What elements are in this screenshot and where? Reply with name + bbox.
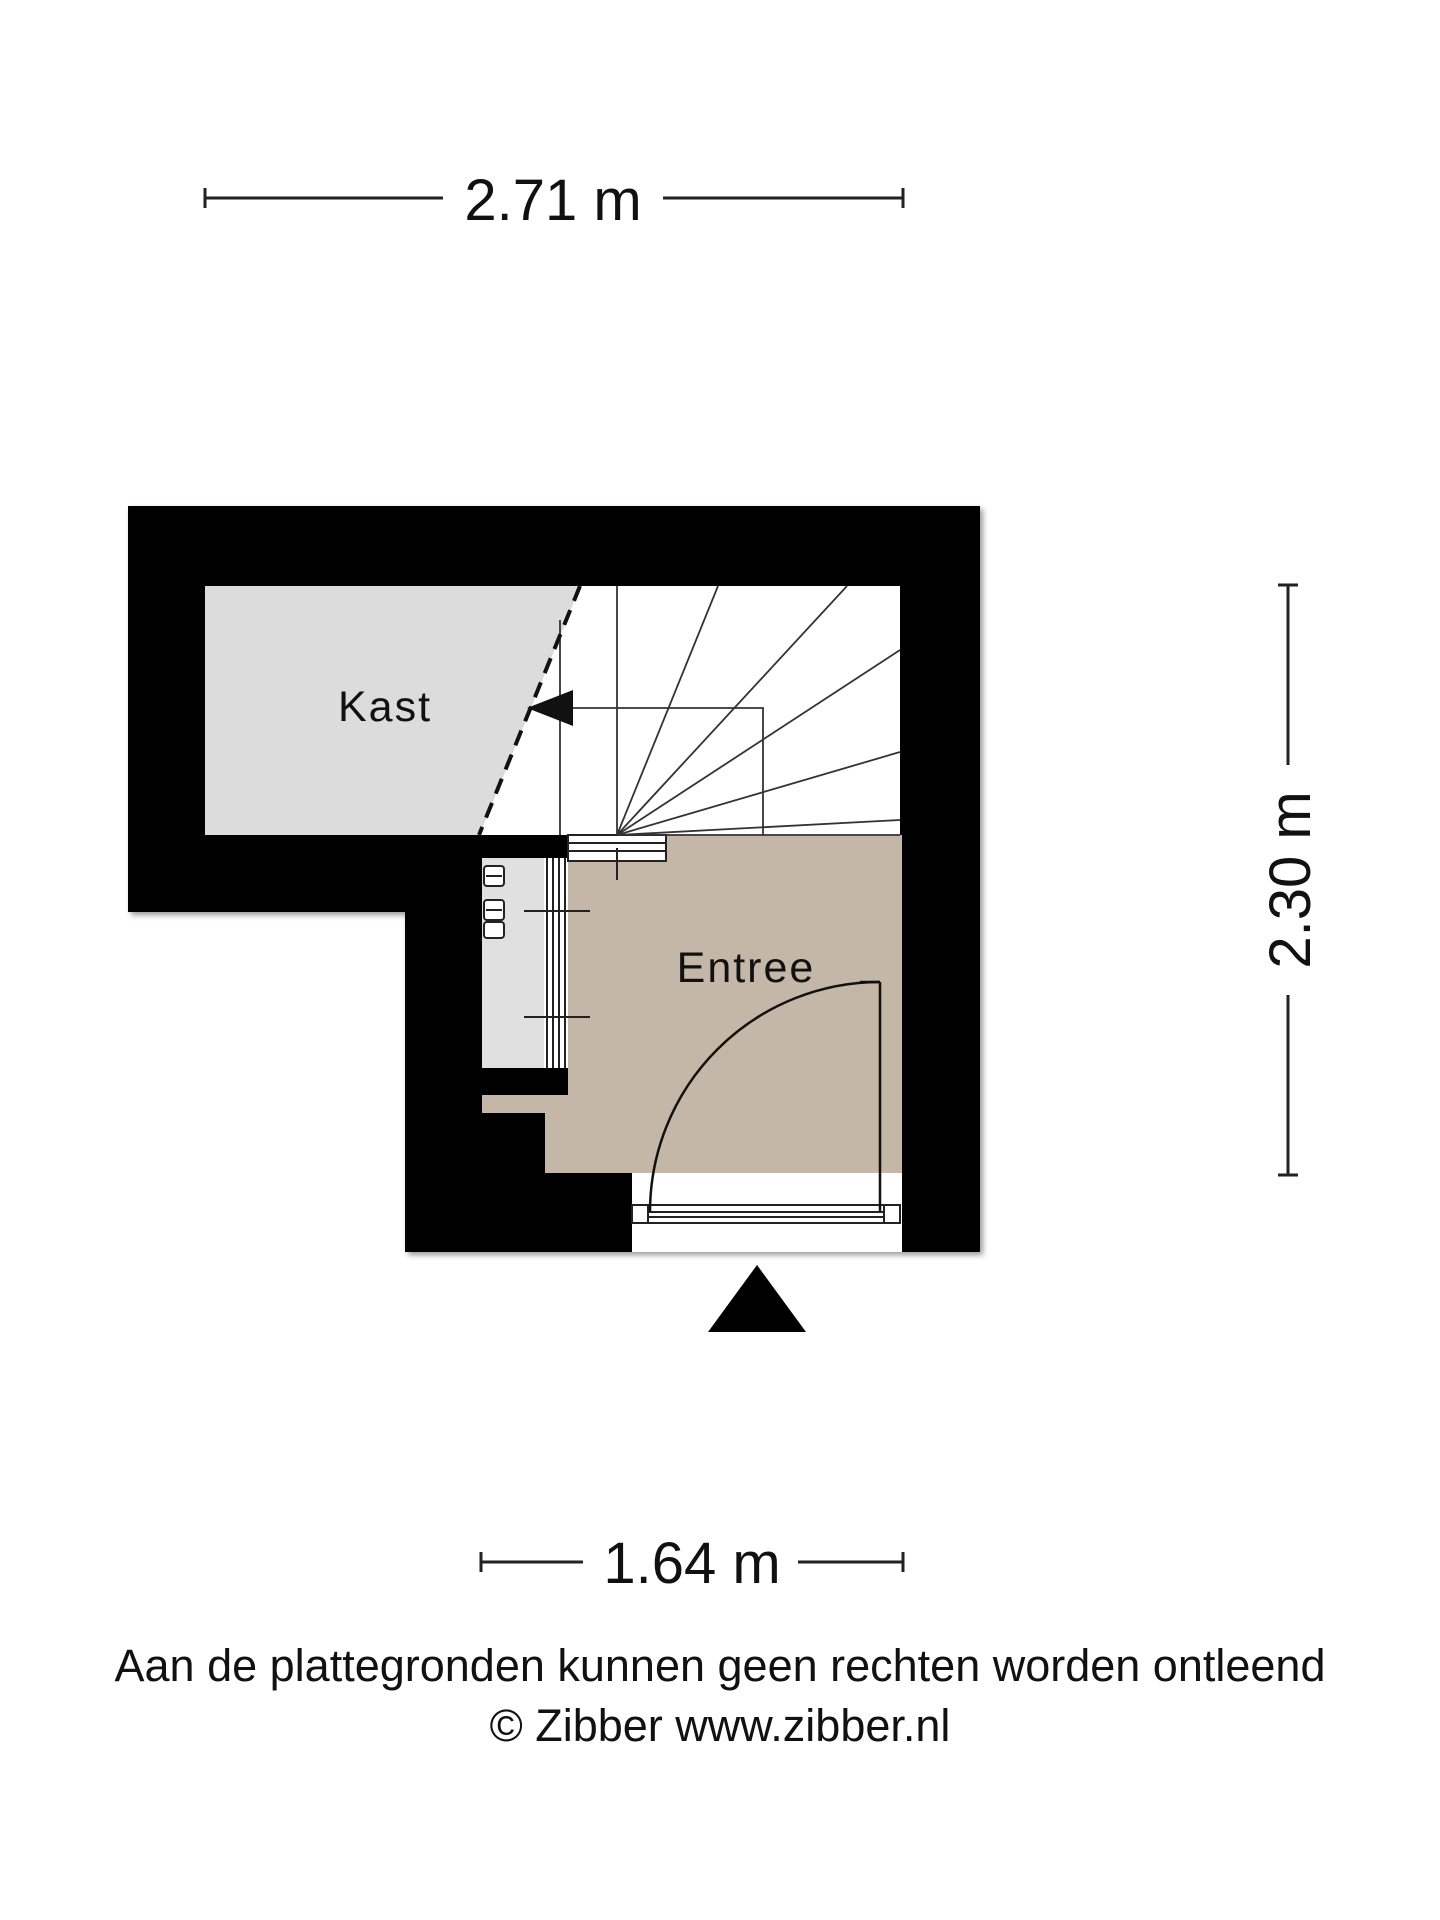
- dimension-top-label: 2.71 m: [464, 168, 641, 233]
- dimension-bottom-label: 1.64 m: [603, 1531, 780, 1596]
- staircase: [559, 585, 901, 836]
- dimension-bottom: 1.64 m: [479, 1531, 905, 1596]
- kast-dashed-boundary: [477, 585, 582, 836]
- closet-wall-stub: [482, 1068, 568, 1094]
- stair-direction-arrow: [527, 690, 573, 726]
- entree-area: [482, 835, 902, 1173]
- room-label-entree: Entree: [677, 944, 816, 992]
- utility-meter-icon: [483, 865, 505, 939]
- disclaimer-text: Aan de plattegronden kunnen geen rechten…: [114, 1640, 1326, 1691]
- kast-area: [205, 586, 580, 835]
- closet-niche: [482, 858, 544, 1068]
- copyright-text: © Zibber www.zibber.nl: [489, 1700, 951, 1751]
- door-swing: [648, 980, 882, 1213]
- stair-area: [479, 586, 900, 835]
- dimension-right: 2.30 m: [1258, 583, 1323, 1177]
- room-label-kast: Kast: [338, 683, 432, 731]
- dimension-right-label: 2.30 m: [1258, 791, 1323, 968]
- entrance-arrow-icon: [708, 1265, 806, 1332]
- dimension-top: 2.71 m: [203, 168, 905, 233]
- door-threshold: [631, 1204, 899, 1224]
